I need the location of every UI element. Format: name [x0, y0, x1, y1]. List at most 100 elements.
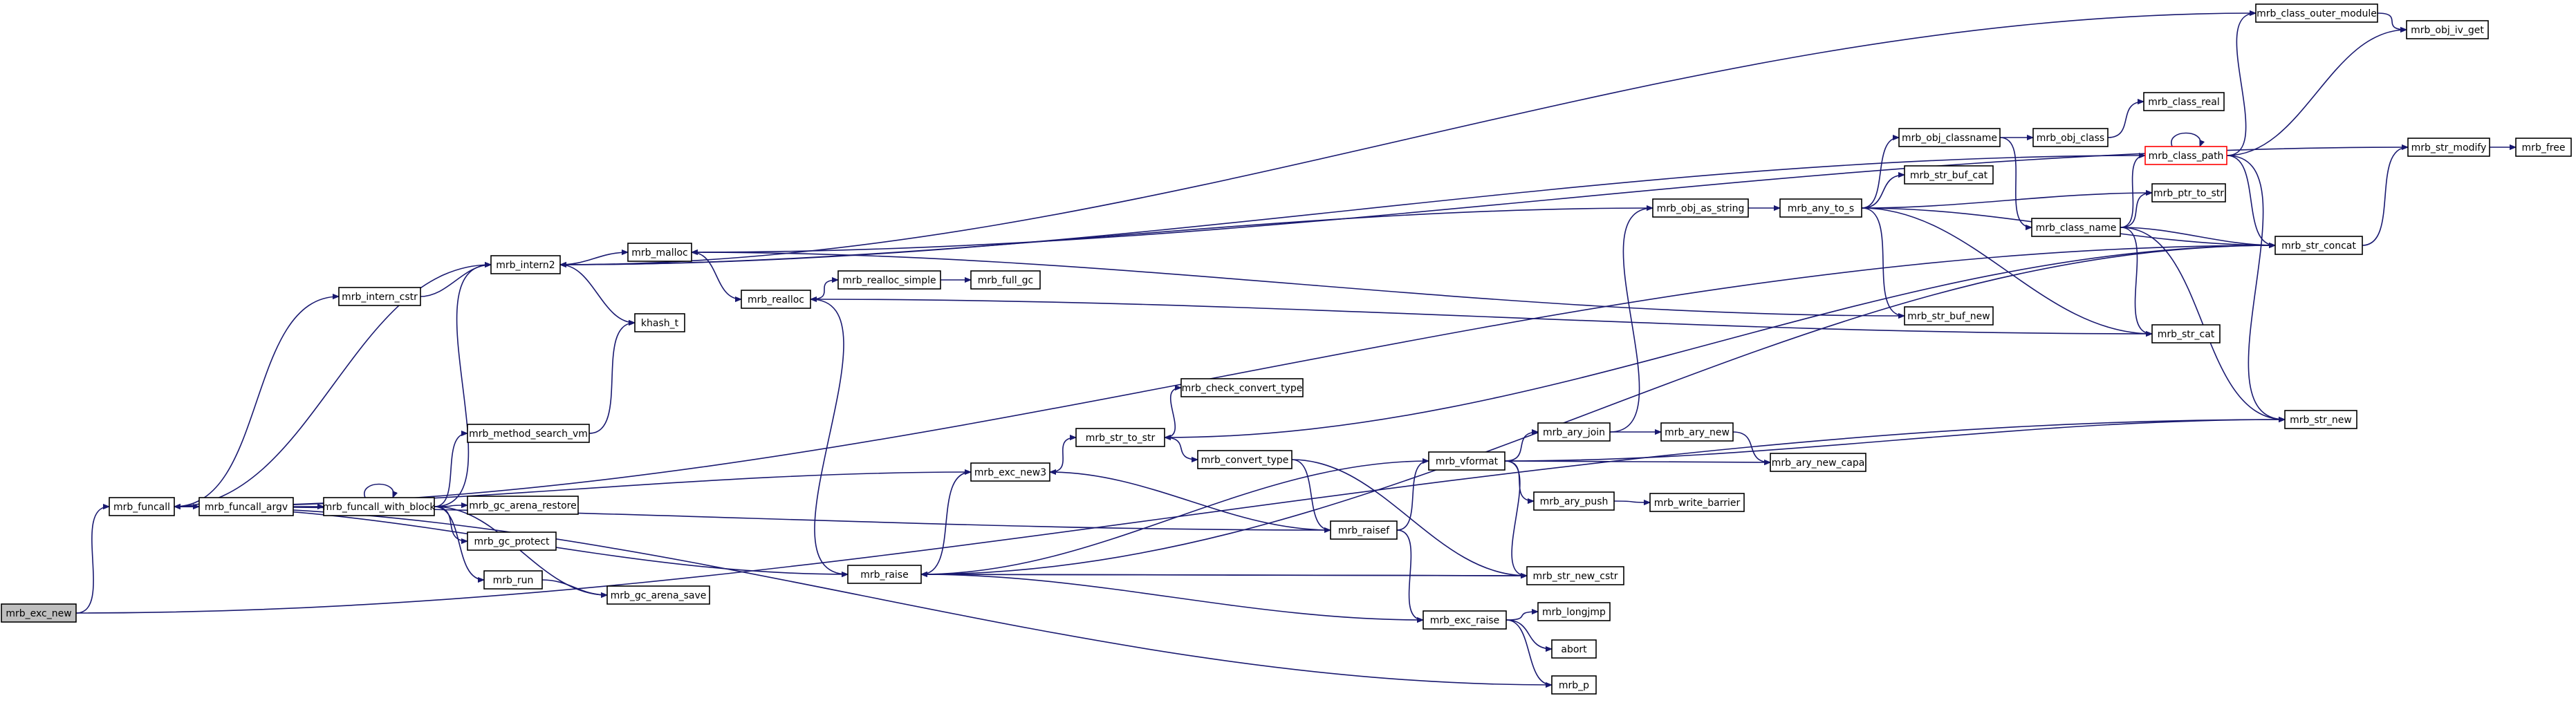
node-box[interactable] [483, 570, 543, 590]
node-box[interactable] [2032, 128, 2109, 147]
node-box[interactable] [970, 270, 1041, 290]
node-mrb_write_barrier[interactable]: mrb_write_barrier [1649, 493, 1745, 512]
node-mrb_str_new_cstr[interactable]: mrb_str_new_cstr [1526, 566, 1624, 585]
node-mrb_str_concat[interactable]: mrb_str_concat [2274, 236, 2363, 255]
node-mrb_free[interactable]: mrb_free [2515, 138, 2572, 157]
node-box[interactable] [2406, 20, 2489, 39]
node-box[interactable] [1330, 520, 1398, 540]
node-box[interactable] [2151, 183, 2226, 203]
node-mrb_convert_type[interactable]: mrb_convert_type [1197, 450, 1292, 469]
node-mrb_funcall_argv[interactable]: mrb_funcall_argv [198, 497, 294, 516]
node-box[interactable] [1428, 451, 1505, 471]
node-mrb_gc_protect[interactable]: mrb_gc_protect [467, 531, 557, 551]
node-mrb_intern_cstr[interactable]: mrb_intern_cstr [338, 287, 421, 306]
node-box[interactable] [1551, 675, 1597, 695]
node-box[interactable] [1526, 566, 1624, 585]
node-mrb_class_real[interactable]: mrb_class_real [2143, 92, 2225, 111]
node-box[interactable] [2031, 218, 2121, 237]
node-box[interactable] [109, 497, 175, 516]
node-box[interactable] [741, 290, 811, 309]
node-box[interactable] [2255, 3, 2378, 23]
node-box[interactable] [1904, 165, 1994, 185]
node-box[interactable] [467, 496, 579, 515]
node-mrb_run[interactable]: mrb_run [483, 570, 543, 590]
node-mrb_raisef[interactable]: mrb_raisef [1330, 520, 1398, 540]
node-box[interactable] [1537, 422, 1611, 442]
node-box[interactable] [1649, 493, 1745, 512]
node-box[interactable] [1551, 639, 1597, 659]
node-mrb_obj_iv_get[interactable]: mrb_obj_iv_get [2406, 20, 2489, 39]
node-mrb_full_gc[interactable]: mrb_full_gc [970, 270, 1041, 290]
node-box[interactable] [1197, 450, 1292, 469]
node-mrb_p[interactable]: mrb_p [1551, 675, 1597, 695]
node-mrb_obj_as_string[interactable]: mrb_obj_as_string [1652, 198, 1749, 218]
node-box[interactable] [1533, 491, 1615, 511]
node-box[interactable] [1770, 453, 1866, 472]
node-mrb_class_outer_module[interactable]: mrb_class_outer_module [2255, 3, 2378, 23]
node-mrb_realloc[interactable]: mrb_realloc [741, 290, 811, 309]
node-box[interactable] [490, 255, 561, 274]
node-box[interactable] [970, 462, 1050, 482]
node-box[interactable] [198, 497, 294, 516]
node-box[interactable] [1, 603, 77, 623]
node-mrb_vformat[interactable]: mrb_vformat [1428, 451, 1505, 471]
node-khash_t[interactable]: khash_t [634, 313, 685, 332]
node-box[interactable] [847, 565, 922, 584]
node-box[interactable] [1652, 198, 1749, 218]
node-mrb_malloc[interactable]: mrb_malloc [627, 243, 692, 262]
node-mrb_ary_join[interactable]: mrb_ary_join [1537, 422, 1611, 442]
node-mrb_gc_arena_restore[interactable]: mrb_gc_arena_restore [467, 496, 579, 515]
node-mrb_ary_push[interactable]: mrb_ary_push [1533, 491, 1615, 511]
node-box[interactable] [2284, 410, 2357, 429]
node-mrb_gc_arena_save[interactable]: mrb_gc_arena_save [606, 585, 710, 605]
node-mrb_method_search_vm[interactable]: mrb_method_search_vm [467, 424, 590, 443]
node-mrb_exc_new[interactable]: mrb_exc_new [1, 603, 77, 623]
node-mrb_class_name[interactable]: mrb_class_name [2031, 218, 2121, 237]
node-abort[interactable]: abort [1551, 639, 1597, 659]
node-box[interactable] [2407, 138, 2490, 157]
node-mrb_ptr_to_str[interactable]: mrb_ptr_to_str [2151, 183, 2226, 203]
node-box[interactable] [627, 243, 692, 262]
node-mrb_any_to_s[interactable]: mrb_any_to_s [1779, 198, 1862, 218]
node-box[interactable] [467, 424, 590, 443]
node-mrb_ary_new_capa[interactable]: mrb_ary_new_capa [1770, 453, 1866, 472]
node-mrb_longjmp[interactable]: mrb_longjmp [1537, 602, 1611, 621]
node-mrb_intern2[interactable]: mrb_intern2 [490, 255, 561, 274]
node-mrb_check_convert_type[interactable]: mrb_check_convert_type [1180, 378, 1304, 397]
node-mrb_funcall_with_block[interactable]: mrb_funcall_with_block [323, 497, 436, 516]
node-box[interactable] [634, 313, 685, 332]
node-mrb_ary_new[interactable]: mrb_ary_new [1660, 422, 1734, 442]
node-box[interactable] [323, 497, 435, 516]
node-box[interactable] [1423, 610, 1507, 630]
node-mrb_class_path[interactable]: mrb_class_path [2144, 146, 2227, 165]
node-box[interactable] [1898, 128, 2001, 147]
node-mrb_str_cat[interactable]: mrb_str_cat [2151, 324, 2221, 343]
node-mrb_exc_new3[interactable]: mrb_exc_new3 [970, 462, 1050, 482]
node-box[interactable] [1075, 428, 1165, 447]
node-box[interactable] [2274, 236, 2363, 255]
node-box[interactable] [1779, 198, 1862, 218]
node-mrb_str_modify[interactable]: mrb_str_modify [2407, 138, 2490, 157]
node-mrb_str_buf_cat[interactable]: mrb_str_buf_cat [1904, 165, 1994, 185]
node-box[interactable] [1537, 602, 1611, 621]
node-mrb_realloc_simple[interactable]: mrb_realloc_simple [837, 270, 941, 290]
node-mrb_obj_class[interactable]: mrb_obj_class [2032, 128, 2109, 147]
node-box[interactable] [606, 585, 710, 605]
node-box[interactable] [2515, 138, 2572, 157]
node-box[interactable] [1904, 306, 1994, 326]
node-mrb_exc_raise[interactable]: mrb_exc_raise [1423, 610, 1507, 630]
node-box[interactable] [467, 531, 557, 551]
node-mrb_funcall[interactable]: mrb_funcall [109, 497, 175, 516]
node-box[interactable] [1660, 422, 1734, 442]
node-mrb_str_buf_new[interactable]: mrb_str_buf_new [1904, 306, 1994, 326]
node-box[interactable] [2144, 146, 2227, 165]
node-box[interactable] [837, 270, 941, 290]
node-box[interactable] [338, 287, 421, 306]
node-box[interactable] [2151, 324, 2221, 343]
node-mrb_str_new[interactable]: mrb_str_new [2284, 410, 2357, 429]
node-box[interactable] [2143, 92, 2225, 111]
node-box[interactable] [1180, 378, 1304, 397]
node-mrb_obj_classname[interactable]: mrb_obj_classname [1898, 128, 2001, 147]
node-mrb_str_to_str[interactable]: mrb_str_to_str [1075, 428, 1165, 447]
node-mrb_raise[interactable]: mrb_raise [847, 565, 922, 584]
